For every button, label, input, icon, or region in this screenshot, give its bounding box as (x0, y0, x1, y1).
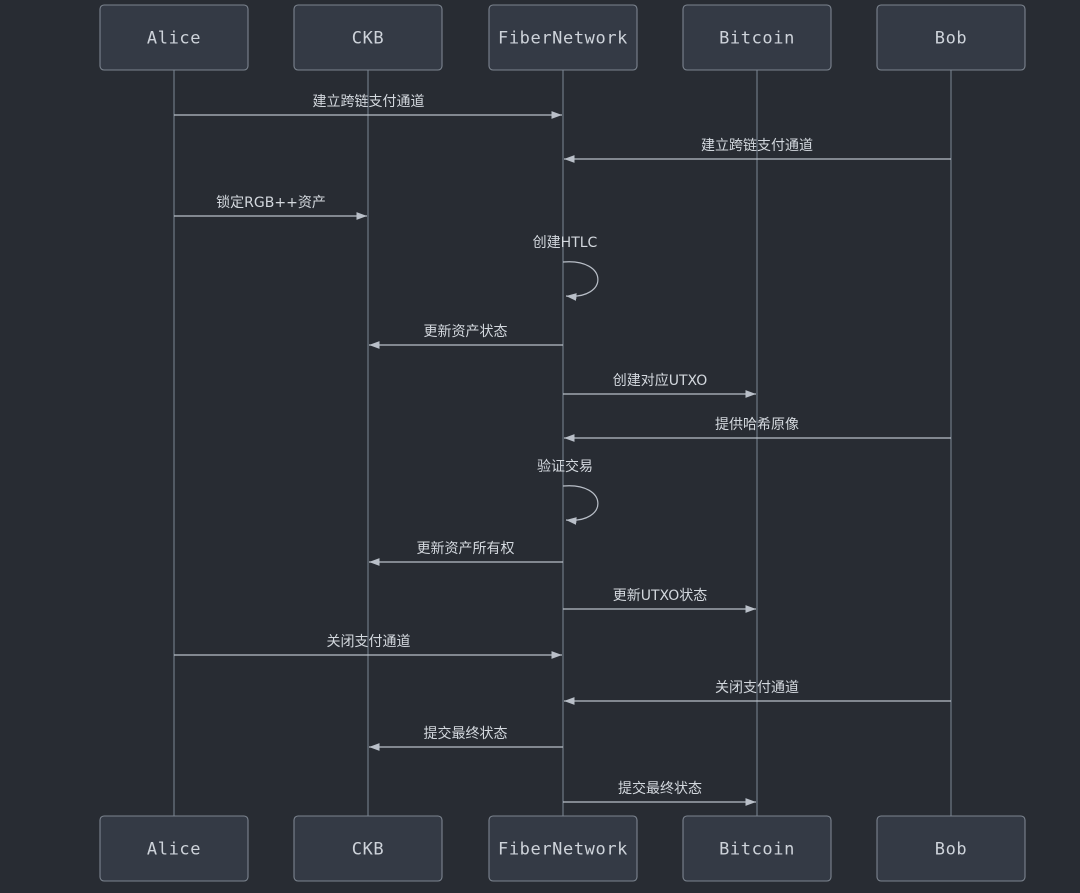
lifelines-group (173, 70, 952, 816)
message-label-8: 验证交易 (537, 458, 593, 475)
participant-rect-bitcoin (682, 4, 832, 71)
participant-rect-fiber (488, 815, 638, 882)
participant-box-top-ckb[interactable]: CKB (293, 4, 443, 71)
message-11-arrow[interactable]: 关闭支付通道 (174, 634, 562, 659)
message-4-self-loop[interactable]: 创建HTLC (533, 235, 599, 301)
participant-rect-alice (99, 4, 249, 71)
message-2-arrow[interactable]: 建立跨链支付通道 (564, 138, 951, 163)
participant-label-bob: Bob (935, 840, 968, 860)
message-label-2: 建立跨链支付通道 (701, 138, 813, 154)
message-12-arrow[interactable]: 关闭支付通道 (564, 680, 951, 705)
self-loop-arc-4 (562, 261, 599, 301)
message-10-arrow[interactable]: 更新UTXO状态 (563, 588, 756, 613)
message-label-9: 更新资产所有权 (417, 541, 515, 557)
participant-box-bottom-bitcoin[interactable]: Bitcoin (682, 815, 832, 882)
message-5-arrow[interactable]: 更新资产状态 (369, 324, 563, 349)
participant-box-bottom-ckb[interactable]: CKB (293, 815, 443, 882)
participant-label-bitcoin: Bitcoin (719, 29, 795, 49)
participant-label-ckb: CKB (352, 840, 385, 860)
message-3-arrow[interactable]: 锁定RGB++资产 (174, 195, 367, 220)
participant-box-bottom-bob[interactable]: Bob (876, 815, 1026, 882)
participant-box-bottom-fiber[interactable]: FiberNetwork (488, 815, 638, 882)
message-6-arrow[interactable]: 创建对应UTXO (563, 372, 756, 398)
participant-label-alice: Alice (147, 840, 201, 860)
message-label-12: 关闭支付通道 (715, 680, 799, 696)
participant-rect-alice (99, 815, 249, 882)
message-label-1: 建立跨链支付通道 (313, 94, 425, 110)
message-label-3: 锁定RGB++资产 (216, 195, 326, 211)
message-label-11: 关闭支付通道 (327, 634, 411, 650)
participant-box-top-fiber[interactable]: FiberNetwork (488, 4, 638, 71)
participant-box-top-bitcoin[interactable]: Bitcoin (682, 4, 832, 71)
participant-rect-ckb (293, 4, 443, 71)
participant-rect-fiber (488, 4, 638, 71)
message-13-arrow[interactable]: 提交最终状态 (369, 725, 563, 751)
message-label-5: 更新资产状态 (424, 324, 508, 340)
message-7-arrow[interactable]: 提供哈希原像 (564, 417, 951, 442)
message-label-6: 创建对应UTXO (613, 372, 708, 389)
top-actor-boxes-group: Alice CKB FiberNetwork Bitcoin Bob (99, 4, 1026, 71)
message-1-arrow[interactable]: 建立跨链支付通道 (174, 94, 562, 119)
participant-rect-ckb (293, 815, 443, 882)
message-8-self-loop[interactable]: 验证交易 (537, 458, 599, 525)
self-loop-arc-8 (562, 485, 599, 525)
participant-box-top-bob[interactable]: Bob (876, 4, 1026, 71)
participant-box-top-alice[interactable]: Alice (99, 4, 249, 71)
participant-label-bob: Bob (935, 29, 968, 49)
participant-rect-bob (876, 815, 1026, 882)
participant-box-bottom-alice[interactable]: Alice (99, 815, 249, 882)
participant-label-ckb: CKB (352, 29, 385, 49)
bottom-actor-boxes-group: Alice CKB FiberNetwork Bitcoin Bob (99, 815, 1026, 882)
participant-rect-bitcoin (682, 815, 832, 882)
message-label-14: 提交最终状态 (618, 780, 702, 797)
message-9-arrow[interactable]: 更新资产所有权 (369, 541, 563, 566)
message-label-13: 提交最终状态 (424, 725, 508, 742)
message-label-4: 创建HTLC (533, 235, 598, 251)
participant-label-alice: Alice (147, 29, 201, 49)
message-label-10: 更新UTXO状态 (613, 588, 708, 604)
message-14-arrow[interactable]: 提交最终状态 (563, 780, 756, 806)
messages-group: 建立跨链支付通道建立跨链支付通道锁定RGB++资产创建HTLC更新资产状态创建对… (174, 94, 951, 806)
message-label-7: 提供哈希原像 (715, 417, 799, 433)
participant-label-fiber: FiberNetwork (498, 29, 628, 49)
participant-rect-bob (876, 4, 1026, 71)
participant-label-fiber: FiberNetwork (498, 840, 628, 860)
participant-label-bitcoin: Bitcoin (719, 840, 795, 860)
